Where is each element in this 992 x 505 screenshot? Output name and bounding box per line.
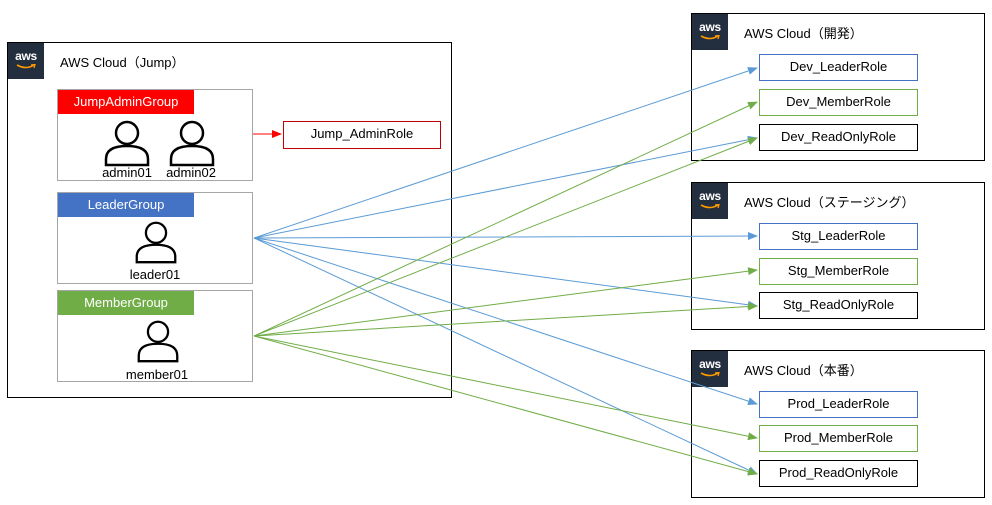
aws-logo-text: aws bbox=[699, 20, 721, 34]
dev-member-role: Dev_MemberRole bbox=[759, 89, 918, 116]
user-label-leader01: leader01 bbox=[129, 267, 181, 282]
jump-admin-group: JumpAdminGroup admin01 admin02 bbox=[57, 89, 253, 181]
user-label-admin02: admin02 bbox=[166, 165, 216, 180]
jump-admin-role: Jump_AdminRole bbox=[283, 121, 441, 149]
user-icon bbox=[135, 221, 177, 264]
stg-readonly-role: Stg_ReadOnlyRole bbox=[759, 292, 918, 319]
aws-logo-icon: aws bbox=[692, 351, 728, 387]
stg-cloud-title: AWS Cloud（ステージング） bbox=[744, 195, 915, 210]
prod-leader-role: Prod_LeaderRole bbox=[759, 391, 918, 418]
user-label-admin01: admin01 bbox=[102, 165, 152, 180]
user-icon bbox=[104, 120, 150, 167]
aws-logo-text: aws bbox=[15, 49, 37, 63]
user-icon bbox=[137, 320, 179, 363]
aws-logo-icon: aws bbox=[692, 14, 728, 50]
stg-leader-role: Stg_LeaderRole bbox=[759, 223, 918, 250]
leader-group: LeaderGroup leader01 bbox=[57, 192, 253, 284]
prod-readonly-role: Prod_ReadOnlyRole bbox=[759, 460, 918, 487]
leader-group-label: LeaderGroup bbox=[58, 193, 194, 217]
prod-member-role: Prod_MemberRole bbox=[759, 425, 918, 452]
stg-member-role: Stg_MemberRole bbox=[759, 258, 918, 285]
aws-logo-text: aws bbox=[699, 189, 721, 203]
jump-cloud-title: AWS Cloud（Jump） bbox=[60, 55, 185, 70]
aws-logo-icon: aws bbox=[692, 183, 728, 219]
prod-cloud-title: AWS Cloud（本番） bbox=[744, 363, 863, 378]
aws-logo-text: aws bbox=[699, 357, 721, 371]
user-icon bbox=[169, 120, 215, 167]
member-group-label: MemberGroup bbox=[58, 291, 194, 315]
dev-leader-role: Dev_LeaderRole bbox=[759, 54, 918, 81]
member-group: MemberGroup member01 bbox=[57, 290, 253, 382]
dev-readonly-role: Dev_ReadOnlyRole bbox=[759, 124, 918, 151]
aws-logo-icon: aws bbox=[8, 43, 44, 79]
dev-cloud-title: AWS Cloud（開発） bbox=[744, 26, 863, 41]
jump-admin-group-label: JumpAdminGroup bbox=[58, 90, 194, 114]
user-label-member01: member01 bbox=[125, 367, 189, 382]
